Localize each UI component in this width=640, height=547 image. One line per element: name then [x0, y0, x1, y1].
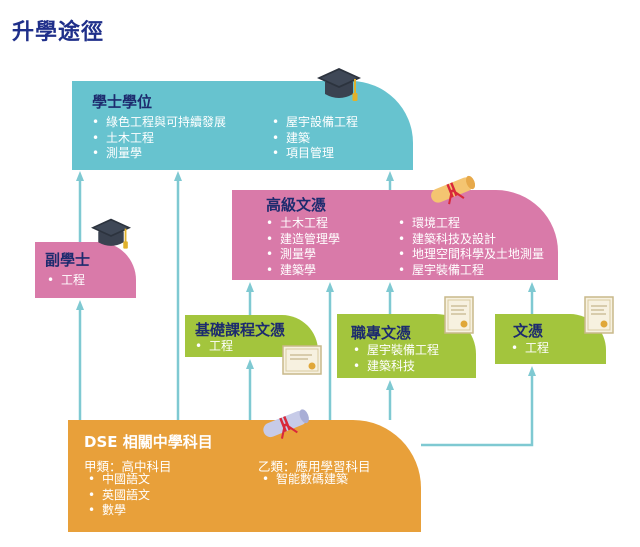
- higher-diploma-box: 高級文憑 土木工程 建造管理學 測量學 建築學 環境工程 建築科技及設計 地理空…: [232, 190, 558, 280]
- list-item: 地理空間科學及土地測量: [398, 247, 544, 263]
- list-item: 土木工程: [266, 216, 340, 232]
- list-item: 工程: [195, 339, 233, 355]
- associate-title: 副學士: [45, 251, 91, 269]
- diploma-scroll-icon: [263, 409, 309, 439]
- dse-category-a-label: 甲類：高中科目: [84, 459, 172, 474]
- dse-title: DSE 相關中學科目: [84, 433, 213, 451]
- list-item: 中國語文: [88, 472, 150, 488]
- diploma-title: 文憑: [513, 322, 544, 340]
- list-item: 工程: [47, 273, 85, 289]
- bachelor-right-list: 屋宇設備工程 建築 項目管理: [272, 115, 358, 162]
- higher-diploma-left-list: 土木工程 建造管理學 測量學 建築學: [266, 216, 340, 278]
- list-item: 建築學: [266, 263, 340, 279]
- dse-category-b-label: 乙類：應用學習科目: [258, 459, 371, 474]
- list-item: 建造管理學: [266, 232, 340, 248]
- bachelor-left-list: 綠色工程與可持續發展 土木工程 測量學: [92, 115, 226, 162]
- list-item: 數學: [88, 503, 150, 519]
- list-item: 綠色工程與可持續發展: [92, 115, 226, 131]
- graduation-cap-icon: [91, 218, 131, 249]
- dse-subjects-box: DSE 相關中學科目 甲類：高中科目 中國語文 英國語文 數學 乙類：應用學習科…: [68, 420, 421, 532]
- list-item: 英國語文: [88, 488, 150, 504]
- vocational-title: 職專文憑: [351, 324, 412, 342]
- foundation-list: 工程: [195, 339, 233, 355]
- list-item: 項目管理: [272, 146, 358, 162]
- higher-diploma-right-list: 環境工程 建築科技及設計 地理空間科學及土地測量 屋宇裝備工程: [398, 216, 544, 278]
- list-item: 屋宇裝備工程: [398, 263, 544, 279]
- higher-diploma-title: 高級文憑: [266, 196, 327, 214]
- dse-category-a-list: 中國語文 英國語文 數學: [88, 472, 150, 519]
- diploma-list: 工程: [511, 341, 549, 357]
- associate-degree-box: 副學士 工程: [35, 242, 136, 298]
- certificate-icon: [282, 345, 322, 375]
- list-item: 建築科技及設計: [398, 232, 544, 248]
- certificate-icon: [444, 296, 474, 334]
- dse-category-b-list: 智能數碼建築: [262, 472, 348, 488]
- diploma-scroll-icon: [431, 175, 476, 205]
- list-item: 屋宇裝備工程: [353, 343, 439, 359]
- list-item: 土木工程: [92, 131, 226, 147]
- arrow-dse-to-diploma: [421, 366, 536, 447]
- list-item: 屋宇設備工程: [272, 115, 358, 131]
- list-item: 建築: [272, 131, 358, 147]
- page-title: 升學途徑: [12, 20, 105, 45]
- vocational-list: 屋宇裝備工程 建築科技: [353, 343, 439, 374]
- list-item: 工程: [511, 341, 549, 357]
- list-item: 測量學: [266, 247, 340, 263]
- graduation-cap-icon: [317, 68, 361, 101]
- list-item: 測量學: [92, 146, 226, 162]
- bachelor-title: 學士學位: [92, 93, 153, 111]
- foundation-title: 基礎課程文憑: [195, 321, 286, 339]
- list-item: 建築科技: [353, 359, 439, 375]
- list-item: 環境工程: [398, 216, 544, 232]
- certificate-icon: [584, 296, 614, 334]
- list-item: 智能數碼建築: [262, 472, 348, 488]
- associate-list: 工程: [47, 273, 85, 289]
